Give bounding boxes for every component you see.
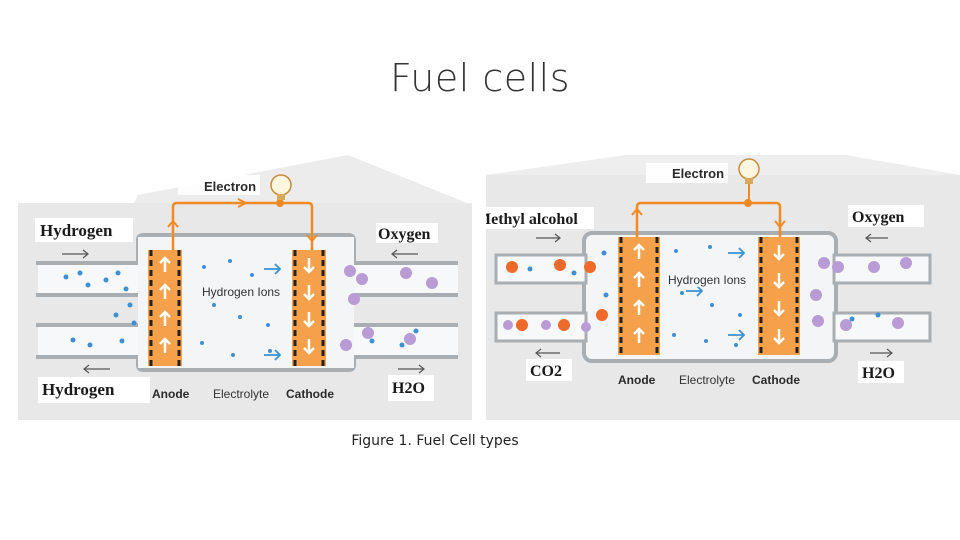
cathode-arrows [303,258,315,355]
hydrogen-ions-label: Hydrogen Ions [668,273,746,287]
water-particles [369,328,419,348]
cathode-label: Cathode [286,387,334,401]
methanol-fuel-cell-diagram: Electron Methyl alcohol Oxygen CO2 H2O H… [474,155,960,420]
hydrogen-particles [63,259,272,357]
light-bulb-icon [738,158,760,203]
hydrogen-input-label: Hydrogen [40,221,113,240]
anode-label: Anode [618,373,656,387]
oxygen-input-label: Oxygen [852,209,905,226]
figure-caption: Figure 1. Fuel Cell types [351,433,519,449]
water-output-label: H2O [862,365,895,382]
electron-circuit [167,198,318,250]
methanol-particles [506,259,608,331]
oxygen-inlet-pipe [832,253,932,285]
ion-arrows [686,247,746,341]
fuel-inlet-pipe [38,265,138,293]
anode-arrows [633,243,645,343]
water-output-label: H2O [392,380,425,397]
anode-arrows [159,256,171,353]
electrolyte-label: Electrolyte [213,387,269,401]
electron-label: Electron [204,179,256,194]
ion-arrows [264,263,282,361]
oxygen-particles [340,265,438,351]
methanol-fuel-cell-svg: Electron Methyl alcohol Oxygen CO2 H2O H… [474,155,960,420]
electrolyte-label: Electrolyte [679,373,735,387]
hydrogen-ions-label: Hydrogen Ions [202,285,280,299]
electron-label: Electron [672,166,724,181]
hydrogen-output-label: Hydrogen [42,380,115,399]
oxygen-particles [503,257,912,332]
anode-label: Anode [152,387,190,401]
oxygen-input-label: Oxygen [378,226,431,243]
flow-arrows [535,233,893,358]
hydrogen-fuel-cell-svg: Electron Hydrogen Oxygen Hydrogen H2O Hy… [18,155,472,420]
co2-output-label: CO2 [530,363,562,380]
methyl-alcohol-input-label: Methyl alcohol [486,211,578,228]
slide-title: Fuel cells [389,56,571,100]
flow-arrows [62,249,425,374]
cathode-label: Cathode [752,373,800,387]
cathode-arrows [773,245,785,345]
hydrogen-fuel-cell-diagram: Electron Hydrogen Oxygen Hydrogen H2O Hy… [18,155,472,420]
light-bulb-icon [270,174,292,200]
